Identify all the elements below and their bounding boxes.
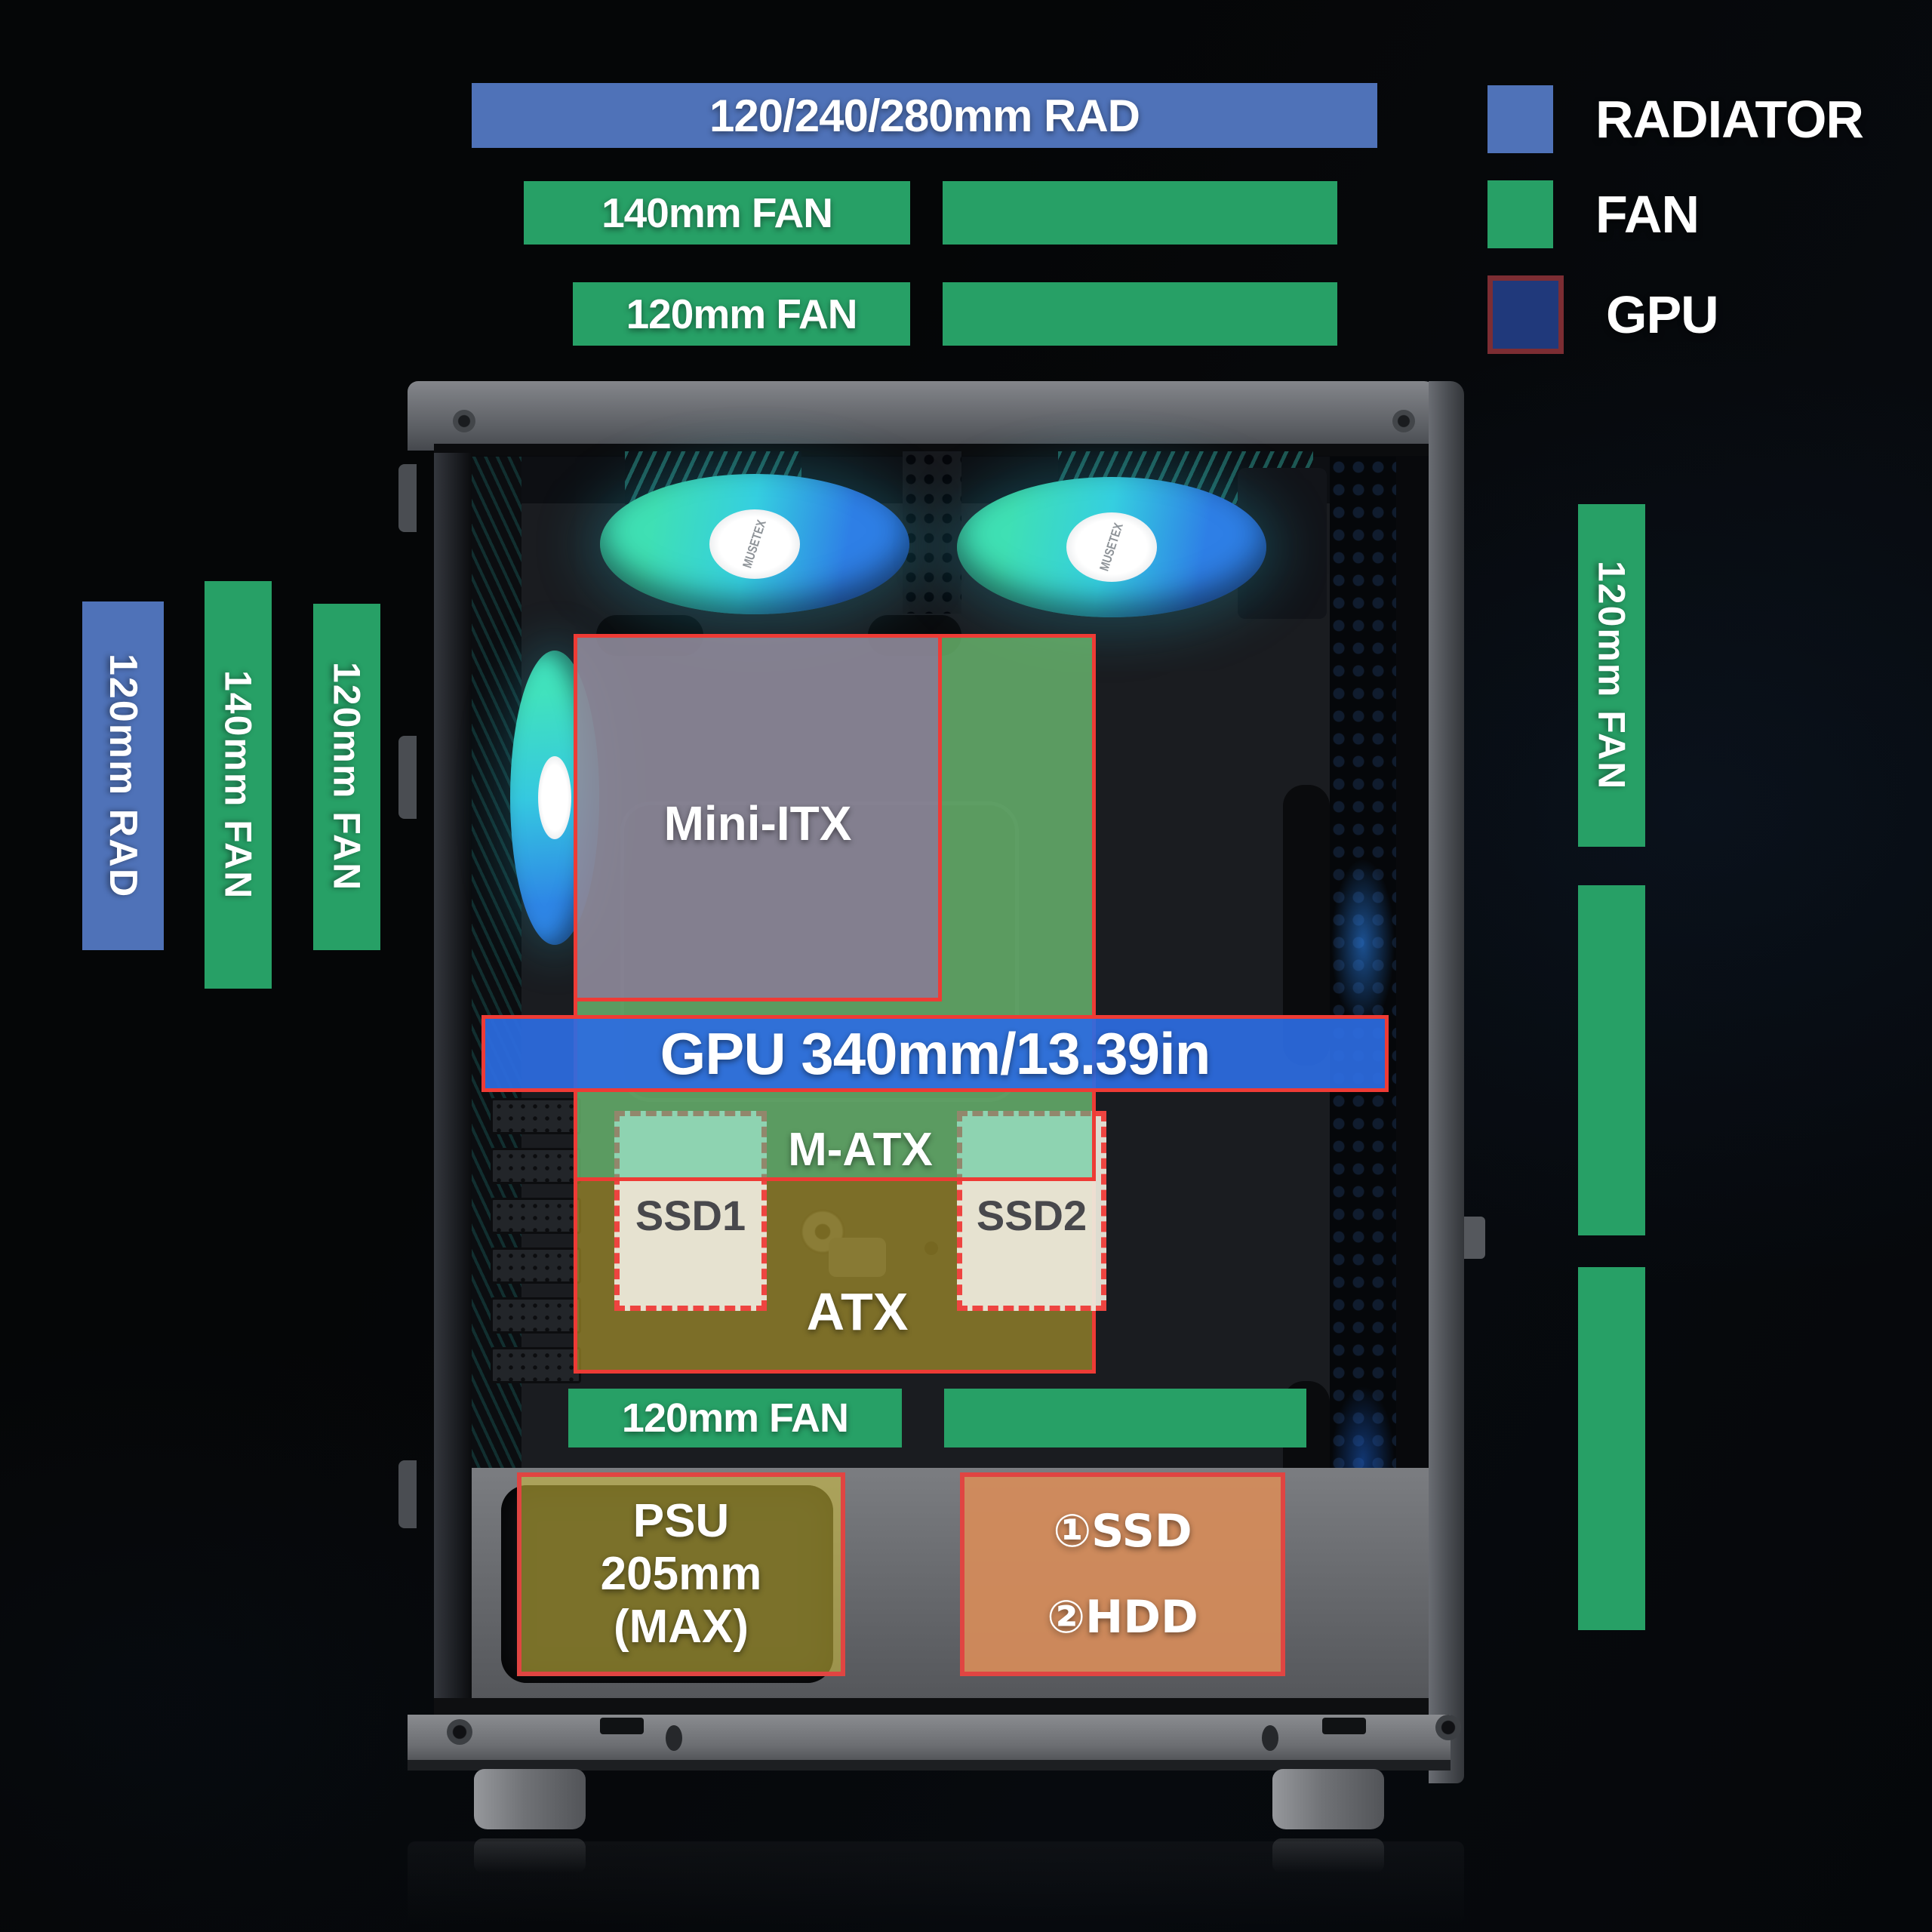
top-140mm-fan-bar-extension bbox=[943, 181, 1337, 245]
expansion-slot bbox=[491, 1347, 581, 1383]
bottom-latch bbox=[1322, 1718, 1366, 1734]
right-120mm-fan-bar-2 bbox=[1578, 885, 1645, 1235]
fan-hub-brand: MUSETEX bbox=[1097, 521, 1126, 574]
expansion-slot bbox=[491, 1098, 581, 1134]
ssd1-label: SSD1 bbox=[635, 1192, 746, 1239]
left-120mm-radiator-bar: 120mm RAD bbox=[82, 601, 164, 950]
foot-reflection bbox=[474, 1838, 586, 1873]
radiator-swatch-icon bbox=[1487, 85, 1553, 153]
mini-itx-label: Mini-ITX bbox=[663, 796, 852, 851]
left-140mm-fan-bar: 140mm FAN bbox=[205, 581, 272, 989]
bottom-120mm-fan-bar: 120mm FAN bbox=[568, 1389, 902, 1447]
screw bbox=[453, 410, 475, 432]
case-right-panel bbox=[1429, 381, 1464, 1783]
expansion-slot bbox=[491, 1198, 581, 1234]
foot-reflection bbox=[1272, 1838, 1384, 1873]
expansion-slot bbox=[491, 1297, 581, 1334]
bottom-120mm-fan-label: 120mm FAN bbox=[621, 1395, 849, 1441]
ssd2-label: SSD2 bbox=[976, 1192, 1088, 1239]
drive-bay-line1: ①SSD bbox=[1053, 1505, 1192, 1558]
top-radiator-size-label: 120/240/280mm RAD bbox=[709, 90, 1140, 141]
case-foot-right bbox=[1272, 1769, 1384, 1829]
top-120mm-fan-label: 120mm FAN bbox=[626, 291, 858, 337]
atx-label: ATX bbox=[806, 1282, 909, 1341]
gpu-clearance-bar: GPU 340mm/13.39in bbox=[481, 1015, 1389, 1092]
fan-hub: MUSETEX bbox=[1066, 512, 1157, 582]
gpu-clearance-label: GPU 340mm/13.39in bbox=[660, 1020, 1211, 1087]
fan-hub: MUSETEX bbox=[709, 509, 800, 579]
perforated-pillar bbox=[903, 451, 961, 614]
right-120mm-fan-label: 120mm FAN bbox=[1590, 560, 1633, 791]
bottom-latch bbox=[600, 1718, 644, 1734]
mini-itx-motherboard-region bbox=[574, 634, 942, 1001]
legend-row-radiator: RADIATOR bbox=[1487, 85, 1864, 153]
case-bottom-groove bbox=[434, 1698, 1429, 1715]
top-120mm-fan-bar-extension bbox=[943, 282, 1337, 346]
bottom-120mm-fan-bar-extension bbox=[944, 1389, 1306, 1447]
right-120mm-fan-bar: 120mm FAN bbox=[1578, 504, 1645, 847]
gpu-swatch-icon bbox=[1487, 275, 1564, 354]
left-120mm-fan-label: 120mm FAN bbox=[325, 662, 368, 892]
legend-row-fan: FAN bbox=[1487, 180, 1700, 248]
fan-hub-brand: MUSETEX bbox=[740, 518, 769, 571]
left-140mm-fan-label: 140mm FAN bbox=[217, 669, 260, 900]
fan-swatch-icon bbox=[1487, 180, 1553, 248]
case-hinge bbox=[398, 464, 417, 532]
top-140mm-fan-bar: 140mm FAN bbox=[524, 181, 910, 245]
left-120mm-fan-bar: 120mm FAN bbox=[313, 604, 380, 950]
case-foot-left bbox=[474, 1769, 586, 1829]
top-120mm-fan-bar: 120mm FAN bbox=[573, 282, 910, 346]
case-front-bezel bbox=[434, 453, 472, 1706]
top-140mm-fan-label: 140mm FAN bbox=[601, 189, 833, 236]
case-bottom-frame bbox=[408, 1715, 1451, 1760]
case-bottom-lip bbox=[408, 1760, 1451, 1770]
drive-bay-line2: ②HDD bbox=[1047, 1591, 1198, 1644]
psu-label-line2: 205mm bbox=[600, 1548, 762, 1600]
top-rgb-fan-left: MUSETEX bbox=[600, 474, 909, 614]
left-120mm-radiator-label: 120mm RAD bbox=[101, 653, 145, 899]
legend-label-gpu: GPU bbox=[1606, 285, 1719, 344]
drive-bay-region: ①SSD ②HDD bbox=[960, 1472, 1285, 1676]
expansion-slot bbox=[491, 1148, 581, 1184]
psu-clearance-region: PSU 205mm (MAX) bbox=[517, 1472, 845, 1676]
legend-row-gpu: GPU bbox=[1487, 275, 1719, 354]
matx-label: M-ATX bbox=[788, 1124, 933, 1176]
case-hinge bbox=[398, 1460, 417, 1528]
case-top-panel bbox=[408, 381, 1438, 451]
psu-label-line3: (MAX) bbox=[613, 1601, 749, 1653]
top-radiator-size-bar: 120/240/280mm RAD bbox=[472, 83, 1377, 148]
floor-reflection bbox=[408, 1841, 1464, 1924]
screw bbox=[447, 1719, 472, 1745]
right-120mm-fan-bar-3 bbox=[1578, 1267, 1645, 1630]
legend-label-radiator: RADIATOR bbox=[1595, 90, 1864, 149]
screw bbox=[1435, 1715, 1461, 1740]
legend-label-fan: FAN bbox=[1595, 185, 1700, 244]
fan-hub bbox=[538, 756, 571, 839]
frame-vent-hole bbox=[666, 1725, 682, 1751]
frame-vent-hole bbox=[1262, 1725, 1278, 1751]
top-rgb-fan-right: MUSETEX bbox=[957, 477, 1266, 617]
screw bbox=[1392, 410, 1415, 432]
expansion-slot bbox=[491, 1247, 581, 1284]
psu-label-line1: PSU bbox=[632, 1495, 730, 1547]
case-hinge bbox=[398, 736, 417, 819]
